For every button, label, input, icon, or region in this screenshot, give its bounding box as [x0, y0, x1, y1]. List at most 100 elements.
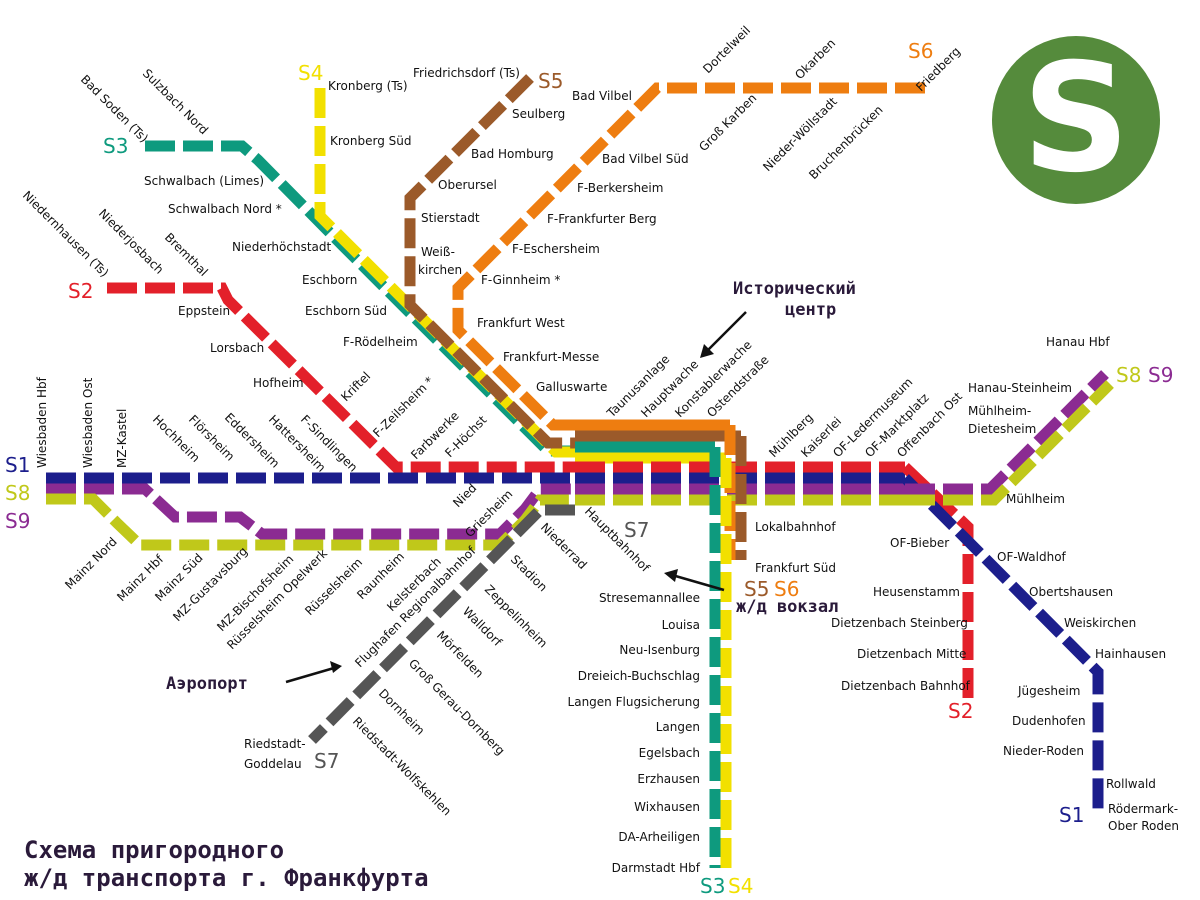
- station-seulberg: Seulberg: [512, 107, 565, 121]
- station-bad-homburg: Bad Homburg: [471, 147, 554, 161]
- station-neu-isenburg: Neu-Isenburg: [619, 643, 700, 657]
- station-lorsbach: Lorsbach: [210, 341, 264, 355]
- line-label-s2-west: S2: [68, 279, 93, 303]
- station-bad-vilbel: Bad Vilbel: [572, 89, 632, 103]
- station-weisskirchen-1: Weiß-: [421, 245, 455, 259]
- line-label-s1-south: S1: [1059, 803, 1084, 827]
- s-bahn-logo: S: [992, 32, 1160, 206]
- line-label-s8-west: S8: [5, 481, 30, 505]
- line-label-s5-south: S5: [744, 577, 769, 601]
- station-wixhausen: Wixhausen: [634, 800, 700, 814]
- station-dreieich-buchschlag: Dreieich-Buchschlag: [578, 669, 700, 683]
- line-label-s6-south: S6: [774, 577, 799, 601]
- station-langen: Langen: [656, 720, 700, 734]
- arrowhead-airport: [330, 661, 342, 673]
- station-erzhausen: Erzhausen: [637, 772, 700, 786]
- line-label-s9-west: S9: [5, 509, 30, 533]
- arrow-airport: [285, 666, 335, 684]
- station-kronberg: Kronberg (Ts): [328, 79, 408, 93]
- station-bremthal: Bremthal: [162, 230, 211, 279]
- station-eppstein: Eppstein: [178, 304, 230, 318]
- line-label-s8-east: S8: [1116, 363, 1141, 387]
- station-muehlheim: Mühlheim: [1006, 492, 1065, 506]
- route-s8-east: [905, 380, 1114, 506]
- station-f-eschersheim: F-Eschersheim: [512, 242, 600, 256]
- route-s9-east: [905, 370, 1109, 495]
- station-dudenhofen: Dudenhofen: [1012, 714, 1086, 728]
- line-label-s1-west: S1: [5, 453, 30, 477]
- station-gross-karben: Groß Karben: [696, 91, 759, 154]
- map-title: Схема пригородного ж/д транспорта г. Фра…: [24, 836, 429, 892]
- station-da-arheiligen: DA-Arheiligen: [618, 830, 700, 844]
- station-niedernhausen: Niedernhausen (Ts): [20, 188, 112, 280]
- station-weiskirchen: Weiskirchen: [1064, 616, 1136, 630]
- station-nieder-roden: Nieder-Roden: [1003, 744, 1084, 758]
- station-hainhausen: Hainhausen: [1095, 647, 1166, 661]
- station-louisa: Louisa: [662, 618, 700, 632]
- route-s5-north: [404, 74, 575, 449]
- route-s8-west: [46, 493, 575, 551]
- line-label-s4-north: S4: [298, 61, 323, 85]
- station-riedstadt-goddelau-1: Riedstadt-: [244, 737, 306, 751]
- line-label-s3-north: S3: [103, 134, 128, 158]
- station-wiesbaden-hbf: Wiesbaden Hbf: [35, 376, 49, 468]
- line-label-s7-center: S7: [624, 518, 649, 542]
- line-labels: S4 S5 S6 S3 S2 S1 S8 S9 S7 S5 S6 S8 S9 S…: [5, 39, 1173, 898]
- station-schwalbach-nord: Schwalbach Nord *: [168, 202, 282, 216]
- station-lokalbahnhof: Lokalbahnhof: [755, 520, 836, 534]
- station-riedstadt-goddelau-2: Goddelau: [244, 757, 302, 771]
- station-walldorf: Walldorf: [460, 604, 505, 649]
- station-weisskirchen-2: kirchen: [418, 263, 462, 277]
- station-obertshausen: Obertshausen: [1029, 585, 1113, 599]
- station-sulzbach-nord: Sulzbach Nord: [140, 66, 211, 137]
- station-muehlheim-dietesheim-1: Mühlheim-: [968, 404, 1031, 418]
- station-frankfurt-west: Frankfurt West: [477, 316, 565, 330]
- station-roedermark-2: Ober Roden: [1108, 819, 1179, 833]
- station-dornheim: Dornheim: [376, 686, 428, 738]
- route-lines: [46, 74, 1114, 868]
- station-juegesheim: Jügesheim: [1017, 684, 1080, 698]
- station-heusenstamm: Heusenstamm: [873, 585, 960, 599]
- station-hofheim: Hofheim: [253, 376, 304, 390]
- station-riedstadt-wolfskehlen: Riedstadt-Wolfskehlen: [350, 714, 454, 818]
- route-s1-east: [901, 474, 1104, 812]
- station-f-berkersheim: F-Berkersheim: [577, 181, 663, 195]
- station-langen-flugsicherung: Langen Flugsicherung: [568, 695, 700, 709]
- station-dietzenbach-bahnhof: Dietzenbach Bahnhof: [841, 679, 971, 693]
- line-label-s2-south: S2: [948, 699, 973, 723]
- annotation-historic-center-1: Исторический: [733, 279, 856, 299]
- annotation-airport: Аэропорт: [166, 674, 248, 694]
- annotation-historic-center-2: центр: [785, 300, 836, 320]
- station-f-roedelheim: F-Rödelheim: [343, 335, 418, 349]
- station-moerfelden: Mörfelden: [434, 628, 486, 680]
- station-hanau-hbf: Hanau Hbf: [1046, 335, 1110, 349]
- station-stierstadt: Stierstadt: [421, 211, 480, 225]
- map-title-line-2: ж/д транспорта г. Франкфурта: [24, 864, 429, 892]
- station-dortelweil: Dortelweil: [700, 23, 753, 76]
- line-label-s7-south: S7: [314, 749, 339, 773]
- station-muehlheim-dietesheim-2: Dietesheim: [968, 422, 1036, 436]
- arrow-historic-center: [705, 311, 747, 353]
- station-mainz-nord: Mainz Nord: [62, 535, 120, 593]
- station-bad-vilbel-sued: Bad Vilbel Süd: [602, 152, 689, 166]
- station-roedermark-1: Rödermark-: [1108, 802, 1178, 816]
- line-label-s6-north: S6: [908, 39, 933, 63]
- line-label-s4-south: S4: [728, 874, 753, 898]
- station-f-zeilsheim: F-Zeilsheim *: [370, 374, 436, 440]
- station-f-ginnheim: F-Ginnheim *: [481, 273, 560, 287]
- line-label-s5-north: S5: [538, 69, 563, 93]
- map-title-line-1: Схема пригородного: [24, 836, 284, 864]
- arrow-main-station: [671, 573, 725, 592]
- station-frankfurt-messe: Frankfurt-Messe: [503, 350, 599, 364]
- station-oberursel: Oberursel: [438, 178, 497, 192]
- route-s4-north: [314, 88, 575, 458]
- line-label-s3-south: S3: [700, 874, 725, 898]
- station-stresemannallee: Stresemannallee: [599, 591, 700, 605]
- station-niederhoechstadt: Niederhöchstadt: [232, 240, 331, 254]
- arrowhead-main-station: [664, 569, 678, 582]
- route-s7: [308, 504, 575, 744]
- station-egelsbach: Egelsbach: [639, 746, 700, 760]
- annotations: Исторический центр ж/д вокзал Аэропорт: [166, 279, 856, 694]
- station-dietzenbach-steinberg: Dietzenbach Steinberg: [831, 616, 968, 630]
